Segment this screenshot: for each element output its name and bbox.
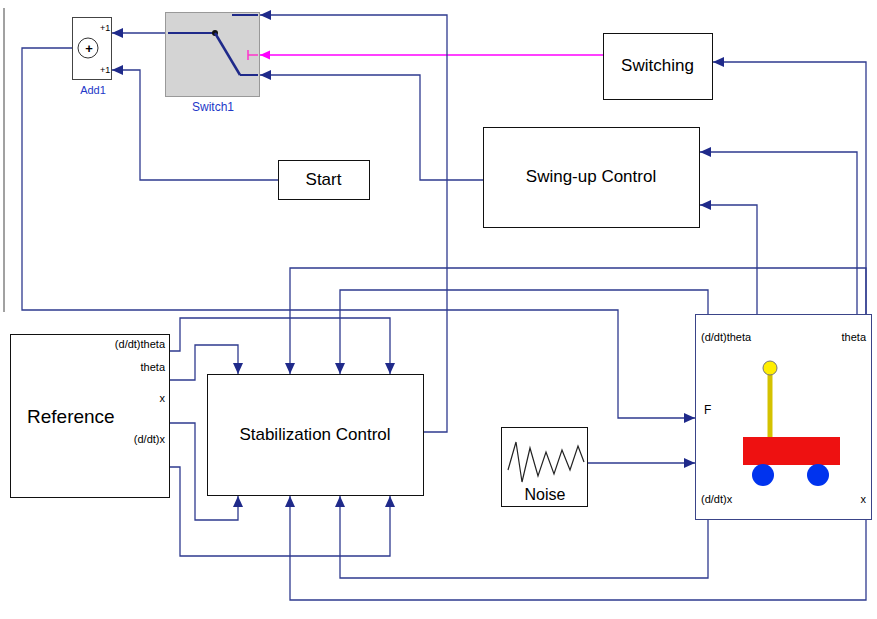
port-label: Noise bbox=[525, 486, 566, 504]
switch-wire bbox=[232, 14, 258, 16]
port-label: (d/dt)x bbox=[134, 433, 165, 446]
port-label: +1 bbox=[100, 65, 110, 75]
signal-wire bbox=[112, 70, 278, 180]
block-title: Start bbox=[306, 170, 342, 190]
signal-wire bbox=[290, 268, 866, 374]
port-label: (d/dt)theta bbox=[701, 331, 751, 344]
port-label: Reference bbox=[27, 406, 115, 428]
signal-wire bbox=[170, 318, 390, 374]
port-label: (d/dt)theta bbox=[115, 338, 165, 351]
switch-wire bbox=[168, 32, 213, 34]
frame-edge bbox=[4, 8, 5, 312]
signal-wire bbox=[112, 32, 165, 33]
signal-wire bbox=[260, 15, 447, 432]
port-label: Switch1 bbox=[192, 101, 234, 115]
switch-fill bbox=[165, 12, 260, 97]
control-signal bbox=[260, 54, 603, 55]
noise-wave bbox=[508, 442, 584, 482]
cart-body bbox=[743, 437, 840, 465]
block: Switching bbox=[603, 33, 713, 100]
block: ++1+1Add1 bbox=[72, 17, 112, 80]
cart-wheel bbox=[807, 464, 829, 486]
switch-lever bbox=[215, 33, 240, 75]
pendulum-bob bbox=[763, 361, 777, 375]
signal-wire bbox=[290, 496, 866, 600]
signal-wire bbox=[260, 75, 483, 180]
block: Switch1 bbox=[165, 12, 260, 97]
port-label: theta bbox=[141, 361, 165, 374]
port-label: Add1 bbox=[80, 84, 106, 97]
switch-control-pin bbox=[247, 50, 249, 60]
port-label: theta bbox=[842, 331, 866, 344]
block: (d/dt)theta thetaF (d/dt)x x bbox=[695, 314, 872, 520]
block-title: Switching bbox=[621, 56, 694, 76]
block: Start bbox=[278, 160, 370, 200]
port-label: (d/dt)x bbox=[701, 493, 732, 506]
port-label: x bbox=[861, 493, 867, 506]
port-label: x bbox=[160, 392, 166, 405]
block-title: Swing-up Control bbox=[526, 167, 656, 187]
block: Noise bbox=[501, 427, 588, 507]
pendulum-rod bbox=[768, 374, 773, 437]
block: Swing-up Control bbox=[483, 127, 700, 228]
port-label: F bbox=[704, 404, 711, 418]
sum-circle bbox=[78, 38, 98, 58]
block-title: Stabilization Control bbox=[239, 425, 390, 445]
port-label: + bbox=[85, 42, 93, 57]
switch-control-pin bbox=[248, 54, 258, 56]
cart-wheel bbox=[752, 464, 774, 486]
signal-wire bbox=[340, 290, 708, 374]
signal-wire bbox=[22, 48, 695, 418]
block: Stabilization Control bbox=[207, 374, 424, 496]
port-label: +1 bbox=[100, 23, 110, 33]
block: (d/dt)theta theta x (d/dt)x Reference bbox=[10, 334, 170, 498]
signal-wire bbox=[713, 62, 866, 314]
switch-wire bbox=[240, 74, 258, 76]
signal-wire bbox=[340, 496, 708, 578]
signal-wire bbox=[170, 467, 390, 556]
signal-wire bbox=[588, 462, 695, 463]
signal-wire bbox=[700, 152, 857, 314]
